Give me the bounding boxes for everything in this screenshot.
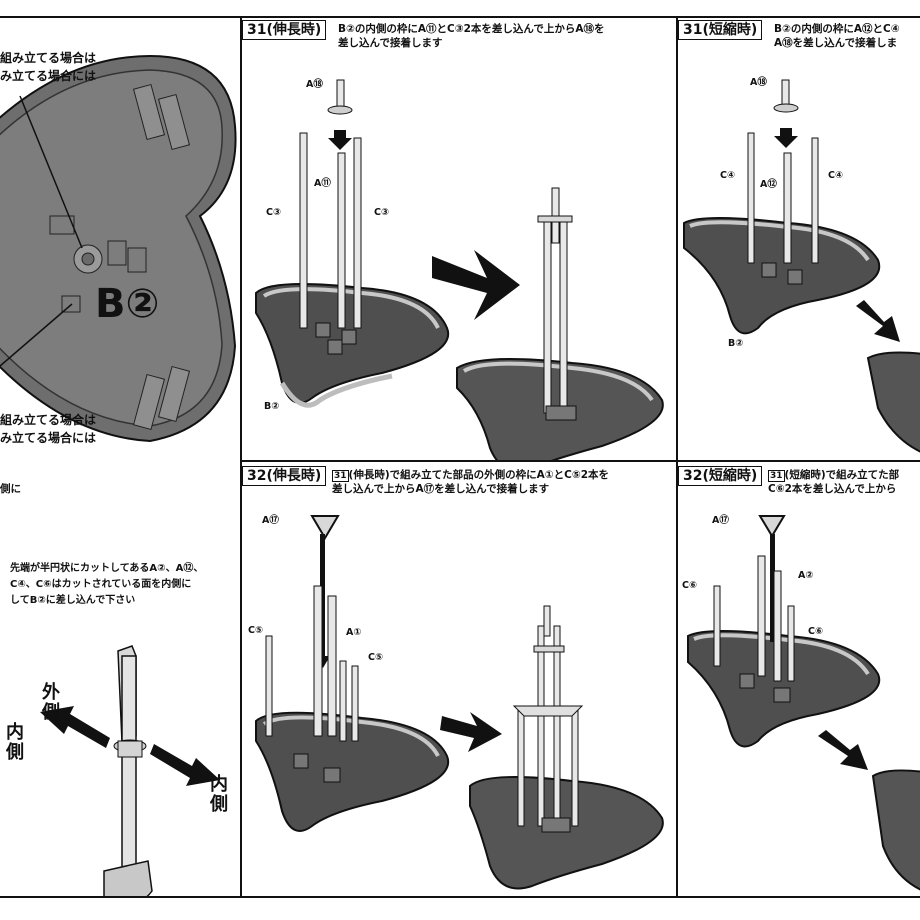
step31-short-text-2: A⑱を差し込んで接着しま [774,37,898,49]
top-rule [0,16,920,18]
step32-short-diagram [687,515,920,891]
top-note-2: み立てる場合には [0,69,97,83]
step31-ext-panel: 31(伸長時) B②の内側の枠にA⑪とC③2本を差し込んで上からA⑱を 差し込ん… [242,18,676,460]
step31-ext-label-c3-right: C③ [374,207,390,218]
step31-ext-label-a11: A⑪ [314,178,331,189]
step31-ext-diagram [255,79,664,460]
left-panel: B② 組み立てる場合は み立てる場合には 組み立てる場合は み立てる場合には 側… [0,16,240,898]
step31-short-label-a12: A⑫ [760,179,777,190]
step31-short-label-a18: A⑱ [750,77,767,88]
step32-short-title: 32(短縮時) [678,466,763,486]
step32-short-ref: 31 [768,470,785,482]
step32-ext-panel: 32(伸長時) 31(伸長時)で組み立てた部品の外側の枠にA①とC⑤2本を 差し… [242,462,676,896]
base-b2-label: B② [95,281,160,327]
step32-ext-text-1-body: (伸長時)で組み立てた部品の外側の枠にA①とC⑤2本を [348,469,610,481]
bottom-note-1: 組み立てる場合は [0,413,97,427]
step31-short-title: 31(短縮時) [678,20,763,40]
outside-label: 外側 [39,682,60,722]
step31-short-label-c4-left: C④ [720,170,736,181]
cut-note-3: してB②に差し込んで下さい [10,595,136,606]
step32-ext-label-c5-left: C⑤ [248,625,264,636]
step32-short-label-a2: A② [798,570,814,581]
step31-short-panel: 31(短縮時) B②の内側の枠にA⑫とC④ A⑱を差し込んで接着しま A⑱ A⑫… [678,18,920,460]
small-note: 側に [0,483,21,495]
step31-short-diagram [683,79,920,453]
step31-short-label-b2: B② [728,338,744,349]
step32-short-panel: 32(短縮時) 31(短縮時)で組み立てた部 C⑥2本を差し込んで上から A⑰ … [678,462,920,896]
step32-ext-title: 32(伸長時) [242,466,327,486]
cut-note-2: C④、C⑥はカットされている面を内側に [10,579,192,590]
bottom-rule [0,896,920,898]
step32-short-text-1: 31(短縮時)で組み立てた部 [768,468,899,482]
step31-ext-label-a18: A⑱ [306,79,323,90]
step32-ext-ref: 31 [332,470,349,482]
base-b2-closeup [0,54,237,443]
step32-ext-label-c5-right: C⑤ [368,652,384,663]
step32-short-text-2: C⑥2本を差し込んで上から [768,483,897,495]
step32-short-text-1-body: (短縮時)で組み立てた部 [784,469,900,481]
inside-label-right: 内側 [207,774,228,814]
step31-short-label-c4-right: C④ [828,170,844,181]
step32-ext-diagram [255,515,664,890]
top-note-1: 組み立てる場合は [0,51,97,65]
step31-ext-text-2: 差し込んで接着します [338,37,443,49]
step32-ext-label-a1: A① [346,627,362,638]
step32-ext-label-a17: A⑰ [262,515,279,526]
cut-note-1: 先端が半円状にカットしてあるA②、A⑫、 [10,563,204,574]
inside-label-left: 内側 [3,722,24,762]
step32-ext-text-2: 差し込んで上からA⑰を差し込んで接着します [332,483,550,495]
step32-short-label-c6-left: C⑥ [682,580,698,591]
step31-ext-title: 31(伸長時) [242,20,327,40]
step31-short-text-1: B②の内側の枠にA⑫とC④ [774,23,900,35]
step31-ext-label-b2: B② [264,401,280,412]
step32-ext-text-1: 31(伸長時)で組み立てた部品の外側の枠にA①とC⑤2本を [332,468,609,482]
step32-short-label-c6-right: C⑥ [808,626,824,637]
bottom-note-2: み立てる場合には [0,431,97,445]
step32-short-label-a17: A⑰ [712,515,729,526]
post-orientation-diagram [40,645,220,898]
step31-ext-text-1: B②の内側の枠にA⑪とC③2本を差し込んで上からA⑱を [338,23,605,35]
step31-ext-label-c3-left: C③ [266,207,282,218]
